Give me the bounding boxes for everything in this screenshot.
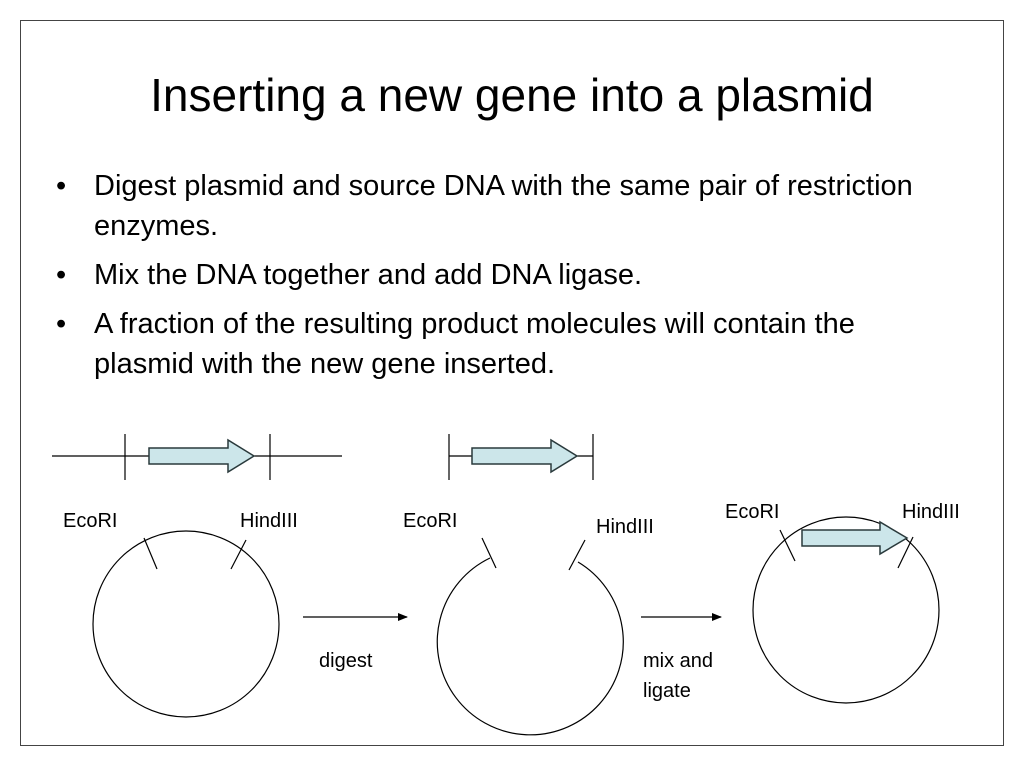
inserted-gene-arrow — [801, 520, 909, 556]
hindiii-label: HindIII — [902, 501, 960, 523]
bullet-item: • A fraction of the resulting product mo… — [56, 304, 956, 384]
bullet-marker: • — [56, 308, 67, 340]
plasmid-recombinant: EcoRI HindIII — [725, 501, 960, 704]
ecori-site-tick — [143, 537, 158, 570]
ecori-site-tick — [779, 529, 796, 562]
slide-title: Inserting a new gene into a plasmid — [150, 69, 874, 121]
source-dna-fragment — [52, 434, 342, 480]
ecori-site-tick — [481, 537, 497, 569]
hindiii-label: HindIII — [596, 516, 654, 538]
bullet-marker: • — [56, 170, 67, 202]
hindiii-site-tick — [230, 539, 247, 570]
plasmid-circle — [92, 530, 280, 718]
plasmid-circle — [752, 516, 940, 704]
bullet-item: • Mix the DNA together and add DNA ligas… — [56, 255, 956, 295]
gene-arrow — [471, 438, 579, 474]
hindiii-site-tick — [568, 539, 586, 571]
bullet-item: • Digest plasmid and source DNA with the… — [56, 166, 956, 246]
gene-arrow — [148, 438, 256, 474]
ecori-label: EcoRI — [63, 510, 117, 532]
plasmid-open-arc — [436, 557, 624, 736]
ecori-label: EcoRI — [403, 510, 457, 532]
excised-gene-fragment — [448, 434, 594, 480]
plasmid-cut: EcoRI HindIII — [403, 510, 654, 736]
mix-label: mix and — [643, 650, 713, 672]
plasmid-intact: EcoRI HindIII — [63, 510, 298, 718]
ecori-label: EcoRI — [725, 501, 779, 523]
bullet-text: A fraction of the resulting product mole… — [94, 308, 855, 380]
hindiii-site-tick — [897, 536, 914, 569]
ligate-label: ligate — [643, 680, 691, 702]
bullet-text: Mix the DNA together and add DNA ligase. — [94, 259, 643, 291]
slide-frame — [20, 20, 1004, 746]
bullet-text: Digest plasmid and source DNA with the s… — [94, 170, 913, 242]
bullet-list: • Digest plasmid and source DNA with the… — [56, 166, 956, 393]
hindiii-label: HindIII — [240, 510, 298, 532]
digest-label: digest — [319, 650, 373, 672]
bullet-marker: • — [56, 259, 67, 291]
